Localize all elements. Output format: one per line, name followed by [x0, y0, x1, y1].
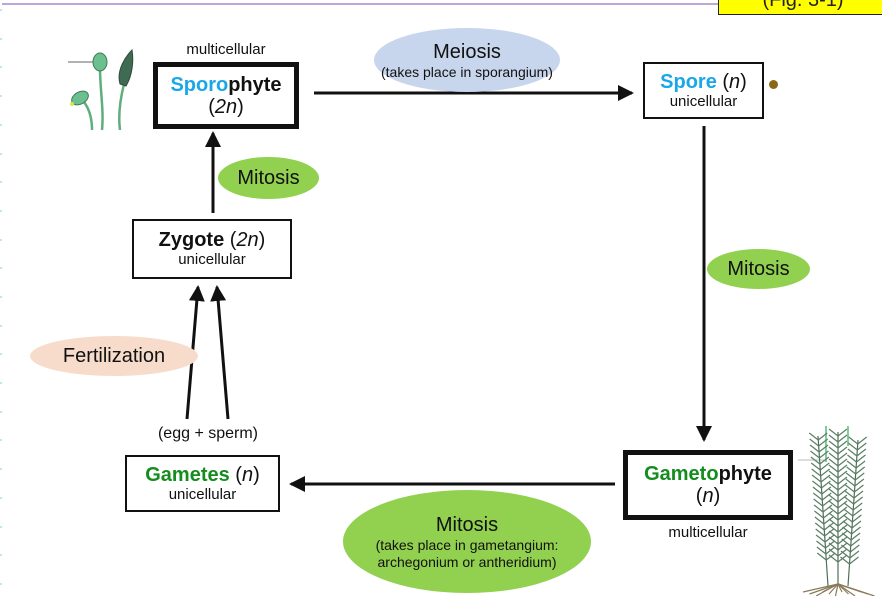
spore-bullet-dot [769, 80, 778, 89]
edge-tick [0, 153, 2, 155]
zygote-box: Zygote (2n) unicellular [132, 219, 292, 279]
zygote-title: Zygote (2n) [158, 229, 266, 251]
gametophyte-box: Gametophyte (n) [623, 450, 793, 520]
gametes-title: Gametes (n) [145, 463, 260, 486]
edge-tick [0, 210, 2, 212]
gametophyte-title: Gametophyte [644, 463, 772, 485]
edge-tick [0, 526, 2, 528]
egg-sperm-label: (egg + sperm) [157, 425, 259, 442]
sporophyte-multicellular-label: multicellular [186, 41, 266, 58]
spore-title: Spore (n) [660, 70, 747, 93]
sporophyte-plant-image [68, 48, 134, 130]
edge-tick [0, 554, 2, 556]
edge-tick [0, 382, 2, 384]
edge-tick [0, 439, 2, 441]
figure-label: (Fig. 3-1) [718, 0, 882, 15]
mitosis-spore-ellipse: Mitosis [707, 249, 810, 289]
mitosis-zygote-ellipse: Mitosis [218, 157, 319, 199]
zygote-subtitle: unicellular [178, 251, 246, 268]
mitosis-gametophyte-ellipse: Mitosis (takes place in gametangium: arc… [343, 490, 591, 593]
gametophyte-plant-image [798, 426, 875, 596]
edge-tick [0, 267, 2, 269]
spore-subtitle: unicellular [669, 92, 738, 110]
edge-tick [0, 583, 2, 585]
gametophyte-multicellular-label: multicellular [668, 524, 748, 541]
sporophyte-title: Sporophyte [170, 73, 282, 96]
slide-top-rule [2, 3, 722, 5]
meiosis-ellipse: Meiosis (takes place in sporangium) [374, 28, 560, 92]
spore-box: Spore (n) unicellular [643, 62, 764, 119]
gametes-box: Gametes (n) unicellular [125, 455, 280, 512]
gametes-subtitle: unicellular [168, 485, 237, 503]
edge-tick [0, 38, 2, 40]
edge-tick [0, 181, 2, 183]
edge-tick [0, 411, 2, 413]
edge-tick [0, 468, 2, 470]
edge-tick [0, 325, 2, 327]
edge-tick [0, 124, 2, 126]
edge-tick [0, 497, 2, 499]
edge-tick [0, 66, 2, 68]
sporophyte-box: Sporophyte (2n) [153, 62, 299, 129]
edge-tick [0, 9, 2, 11]
fertilization-ellipse: Fertilization [30, 336, 198, 376]
arrow-sperm-to-zygote [210, 285, 230, 420]
edge-tick [0, 239, 2, 241]
sporophyte-ploidy: (2n) [208, 95, 244, 118]
edge-tick [0, 353, 2, 355]
edge-tick [0, 95, 2, 97]
edge-tick [0, 296, 2, 298]
gametophyte-ploidy: (n) [695, 485, 721, 507]
